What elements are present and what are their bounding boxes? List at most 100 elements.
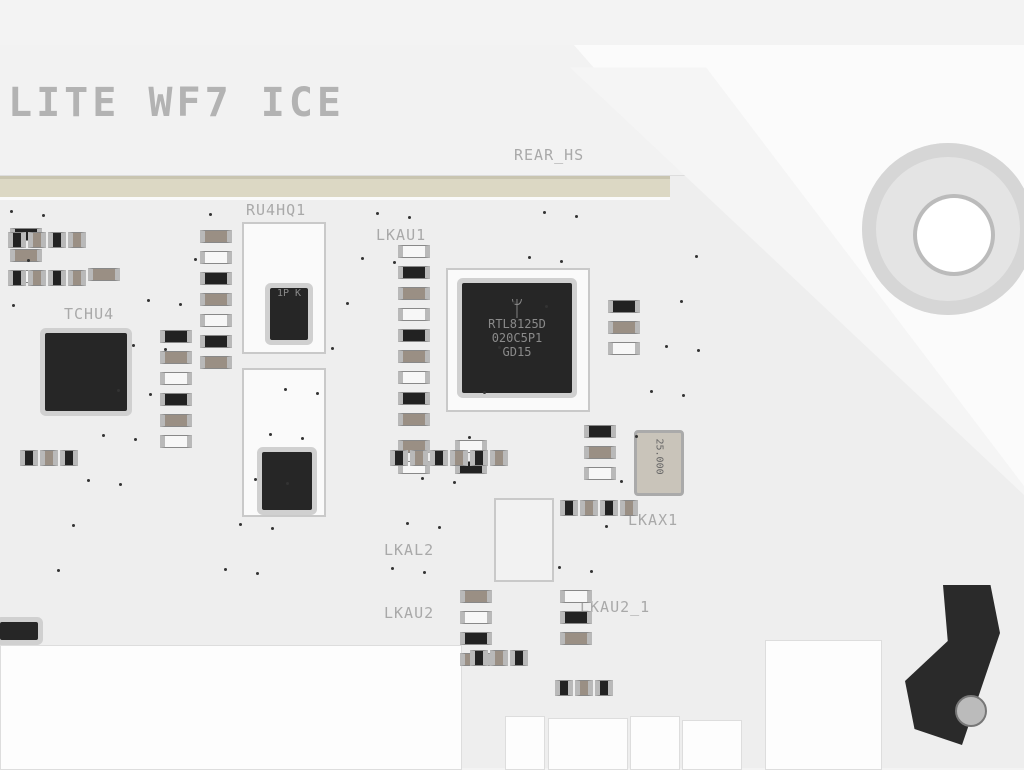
via [12,304,15,307]
via [194,258,197,261]
smd-resistor [200,251,232,264]
smd-resistor [200,230,232,243]
smd-capacitor [430,450,448,466]
via [695,255,698,258]
via [391,567,394,570]
smd-resistor [200,314,232,327]
smd-resistor [398,371,430,384]
smd-capacitor [28,270,46,286]
via [72,524,75,527]
smd-capacitor [20,450,38,466]
via [10,210,13,213]
via [543,211,546,214]
lan-controller-chip: ᛘ RTL8125D 020C5P1 GD15 [462,283,572,393]
via [393,261,396,264]
tchu4-chip [45,333,127,411]
via [301,437,304,440]
via [209,213,212,216]
smd-resistor [398,266,430,279]
via [164,348,167,351]
via [346,302,349,305]
via [483,391,486,394]
via [545,305,548,308]
smd-capacitor [68,270,86,286]
via [361,257,364,260]
label-lkau2: LKAU2 [384,604,435,622]
via [134,438,137,441]
via [438,526,441,529]
crystal-oscillator: 25.000 [634,430,684,496]
via [513,301,516,304]
smd-resistor [608,300,640,313]
via [271,527,274,530]
label-lkal2: LKAL2 [384,541,435,559]
screw-icon [955,695,987,727]
smd-resistor [398,413,430,426]
smd-capacitor [560,500,578,516]
chip-text-line3: GD15 [502,345,532,359]
smd-resistor [10,249,42,262]
connector-1 [505,716,545,770]
smd-resistor [584,467,616,480]
via [87,479,90,482]
smd-capacitor [390,450,408,466]
via [254,478,257,481]
smd-resistor [608,321,640,334]
smd-capacitor [470,450,488,466]
smd-resistor [200,272,232,285]
connector-3 [630,716,680,770]
via [117,389,120,392]
smd-resistor [160,414,192,427]
via [605,525,608,528]
smd-resistor [88,268,120,281]
via [42,214,45,217]
via [635,435,638,438]
sot-marking: 1P K [276,288,302,299]
smd-capacitor [28,232,46,248]
via [132,344,135,347]
via [179,303,182,306]
smd-resistor [560,590,592,603]
smd-capacitor [8,270,26,286]
chip-text-line2: 020C5P1 [491,331,543,345]
smd-resistor [460,611,492,624]
smd-resistor [398,245,430,258]
via [149,393,152,396]
smd-resistor [398,392,430,405]
smd-capacitor [510,650,528,666]
inductor [494,498,554,582]
realtek-logo-icon: ᛘ [510,297,524,322]
smd-capacitor [68,232,86,248]
smd-capacitor [595,680,613,696]
via [224,568,227,571]
pcie-slot-shroud [0,645,462,770]
smd-resistor [584,446,616,459]
smd-capacitor [555,680,573,696]
via [376,212,379,215]
io-shroud [0,45,700,176]
smd-capacitor [48,270,66,286]
smd-resistor [398,350,430,363]
via [680,300,683,303]
m2-heatsink-block [765,640,882,770]
crystal-text: 25.000 [653,438,665,475]
label-ru4hq1: RU4HQ1 [246,201,307,219]
label-tchu4: TCHU4 [64,305,115,323]
via [421,477,424,480]
smd-capacitor [580,500,598,516]
smd-resistor [608,342,640,355]
via [590,570,593,573]
via [27,259,30,262]
sot-transistor: 1P K [270,288,308,340]
via [620,480,623,483]
via [256,572,259,575]
via [697,349,700,352]
smd-resistor [160,393,192,406]
via [269,433,272,436]
via [468,436,471,439]
smd-resistor [560,611,592,624]
smd-resistor [398,329,430,342]
via [650,390,653,393]
smd-resistor [460,590,492,603]
smd-resistor [200,356,232,369]
